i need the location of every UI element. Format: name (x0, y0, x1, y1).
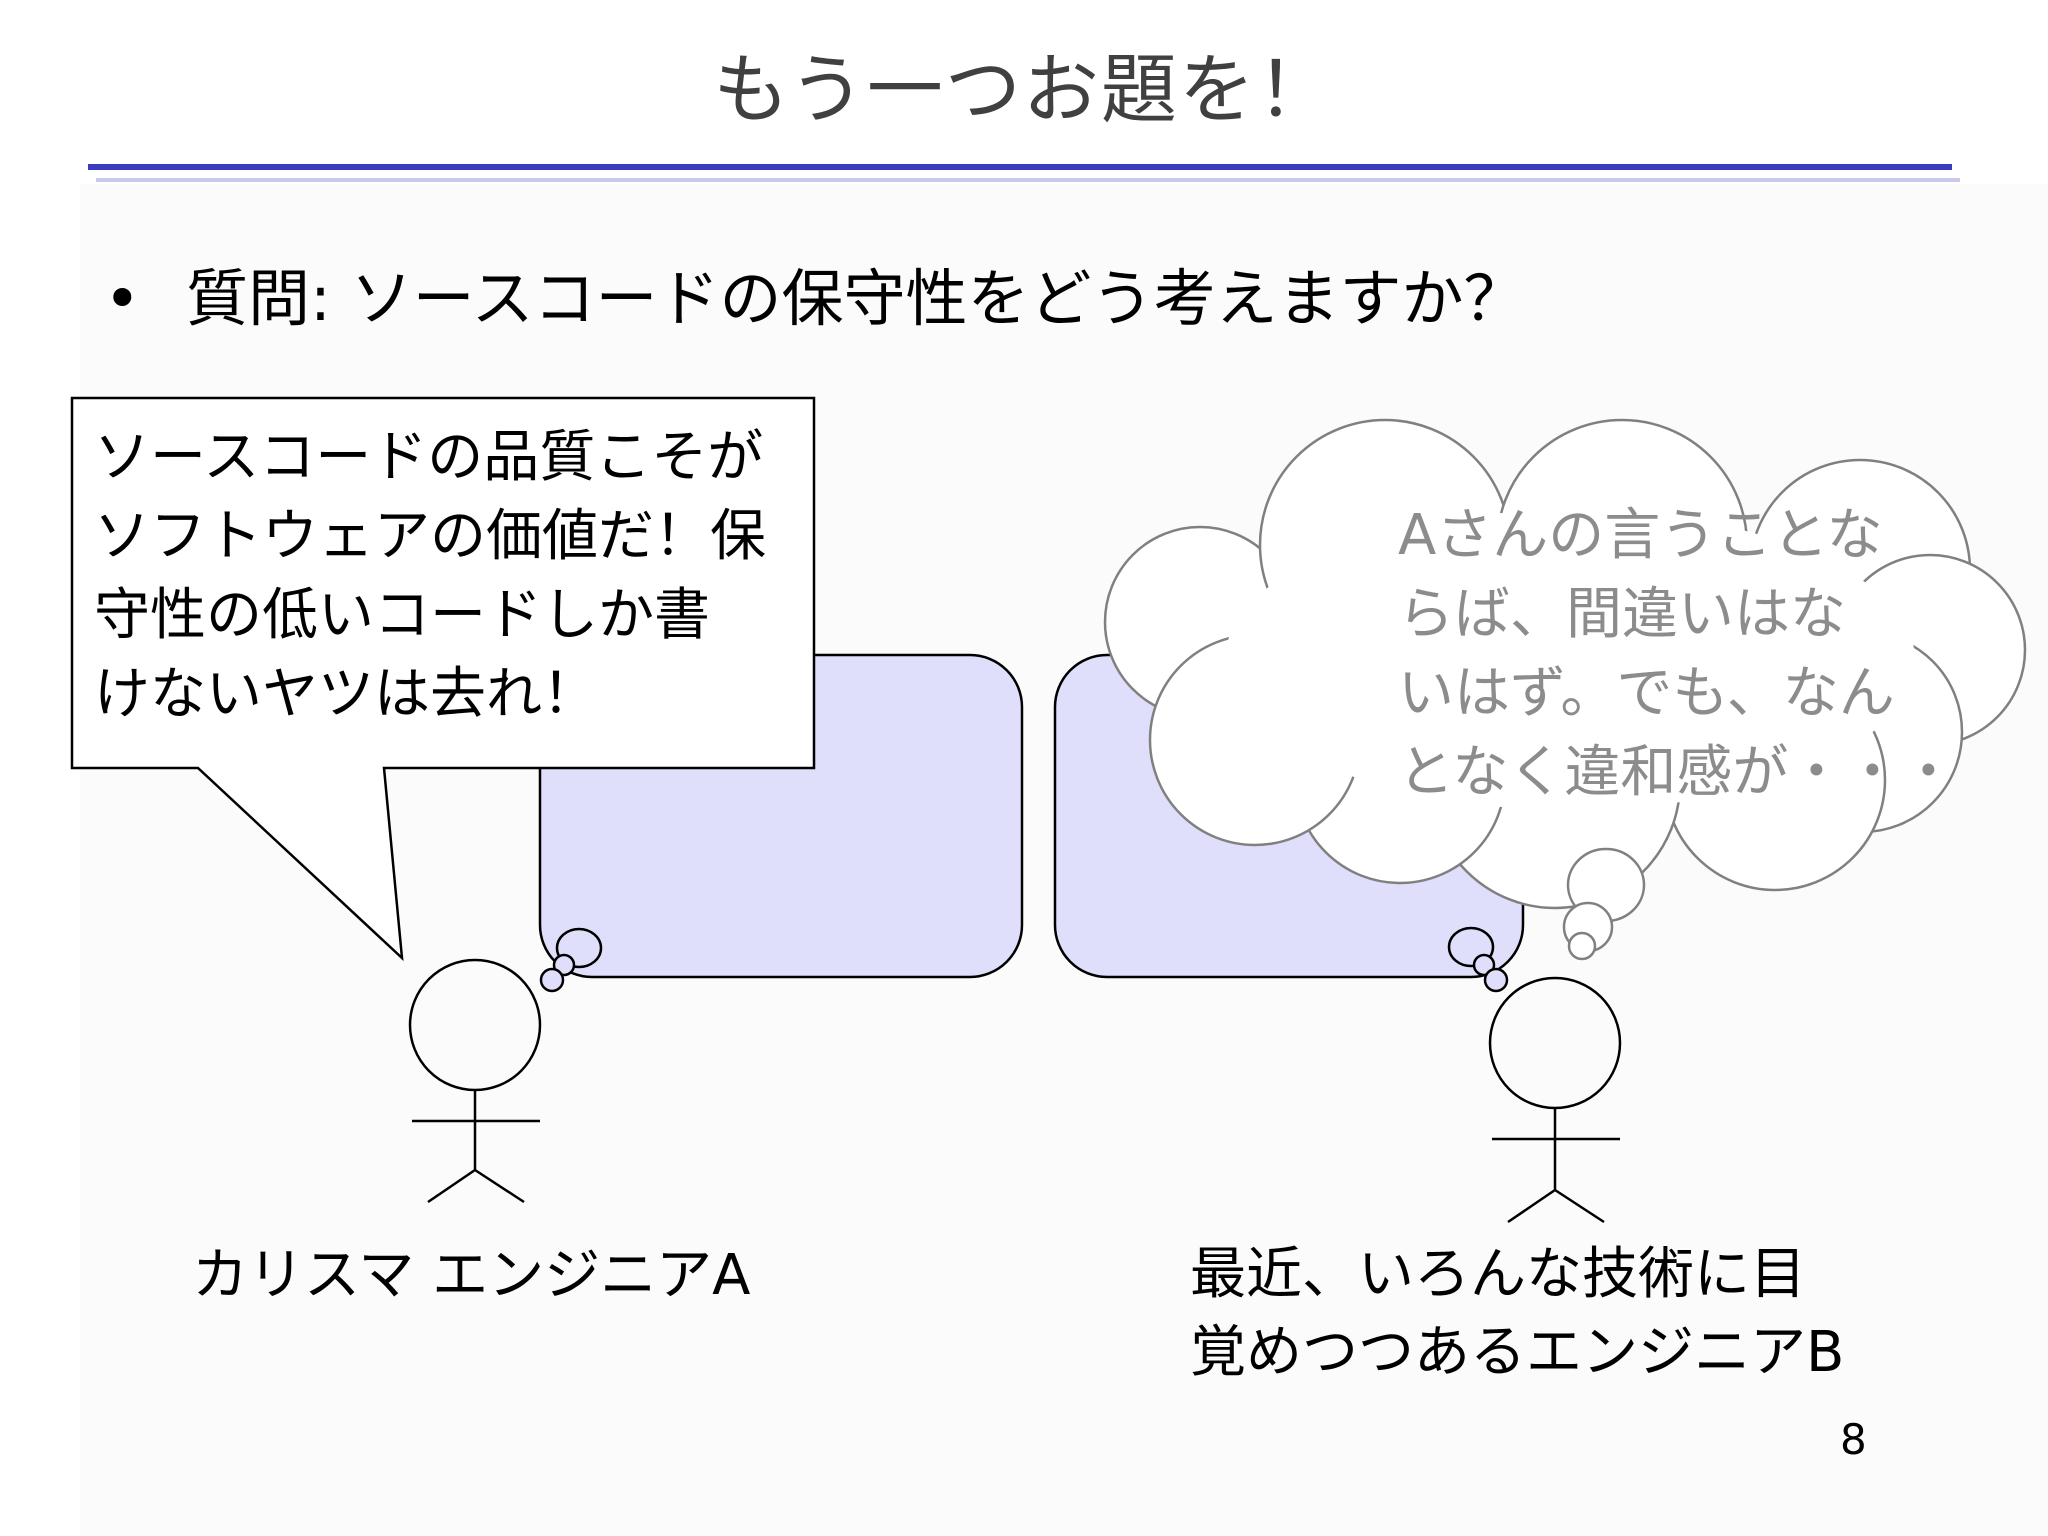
engineer-b-label: 最近、いろんな技術に目 覚めつつあるエンジニアB (1190, 1242, 1845, 1385)
slide-title: もう一つお題を！ (713, 45, 1335, 134)
question-bullet: • 質問: ソースコードの保守性をどう考えますか？ (104, 254, 1526, 344)
engineer-a-left-leg (427, 1168, 476, 1204)
page-number: 8 (1840, 1415, 1867, 1464)
engineer-a-right-leg (474, 1168, 525, 1204)
question-text: 質問: ソースコードの保守性をどう考えますか？ (186, 262, 1526, 335)
cloud-thought-b-inner (1225, 510, 1915, 810)
title-underline-shadow (96, 178, 1960, 182)
engineer-a-head (408, 958, 542, 1092)
engineer-b-figure (1488, 976, 1622, 1224)
engineer-b-left-leg (1507, 1188, 1556, 1224)
thought-bubble-b-tail-small (1483, 967, 1509, 993)
engineer-b-thought-text: Aさんの言うことな らば、間違いはな いはず。でも、なん となく違和感が・・・ (1398, 503, 1957, 805)
title-underline (88, 164, 1952, 170)
speech-callout-a (70, 396, 816, 962)
thought-bubble-a-tail-small (539, 967, 565, 993)
engineer-a-label: カリスマ エンジニアA (192, 1243, 751, 1308)
engineer-b-head (1488, 976, 1622, 1110)
bullet-icon: • (104, 262, 141, 335)
engineer-a-speech-text: ソースコードの品質こそが ソフトウェアの価値だ！保 守性の低いコードしか書 けな… (94, 425, 766, 727)
cloud-thought-b-tail (1562, 847, 1646, 961)
engineer-a-figure (408, 958, 542, 1204)
engineer-b-right-leg (1554, 1188, 1605, 1224)
cloud-tail-small (1567, 931, 1597, 961)
